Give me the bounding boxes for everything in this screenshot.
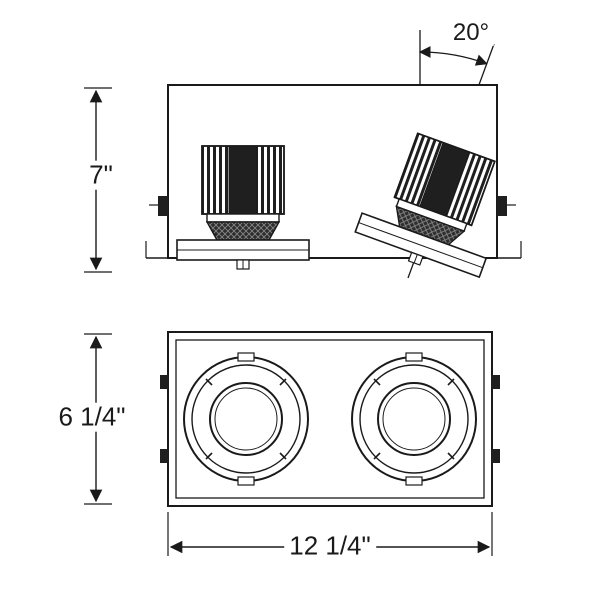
front-height-label: 6 1/4" [53, 403, 131, 432]
housing-mounting-clips [149, 196, 516, 216]
front-view [84, 331, 500, 556]
aperture-right [351, 352, 477, 486]
ceiling-lines [145, 241, 522, 259]
tilt-angle-label: 20° [447, 19, 495, 47]
trim-frame-inner [175, 339, 485, 499]
front-width-label: 12 1/4" [284, 532, 376, 561]
aperture-left [183, 352, 309, 486]
side-height-label: 7" [84, 161, 118, 190]
side-elevation-view [84, 30, 522, 287]
frame-clips [160, 375, 500, 463]
